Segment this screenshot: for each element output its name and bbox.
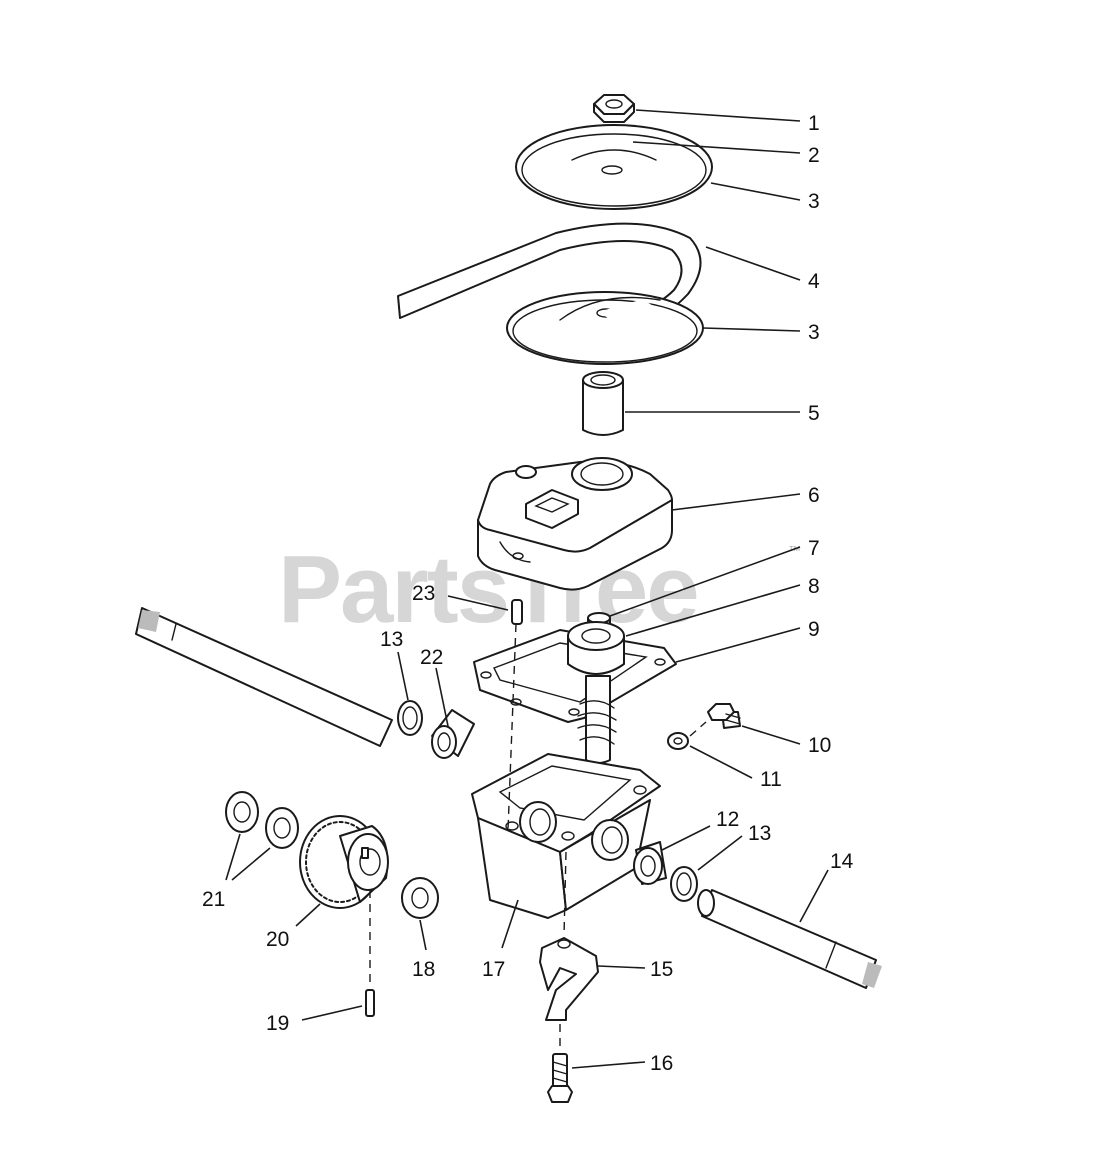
right-bearing-seal-part <box>670 866 698 902</box>
upper-disc-plate-part <box>515 124 713 210</box>
callout-17: 17 <box>482 958 505 981</box>
callout-20: 20 <box>266 928 289 951</box>
callout-5: 5 <box>808 402 820 425</box>
roll-pin-part <box>365 989 375 1017</box>
left-shaft-part <box>135 607 393 747</box>
dowel-pin-part <box>511 599 523 625</box>
right-bushing-part <box>633 841 667 885</box>
worm-gear-part <box>299 815 389 909</box>
watermark-trademark: ™ <box>788 543 801 558</box>
callout-4: 4 <box>808 270 820 293</box>
washer-part <box>667 732 689 750</box>
thrust-washers-part <box>225 791 299 849</box>
shift-plate-part <box>539 937 599 1021</box>
leader-lines <box>225 109 829 1069</box>
callout-6: 6 <box>808 484 820 507</box>
nut-part <box>593 94 635 123</box>
thrust-washer-part <box>401 877 439 919</box>
callout-3-upper: 3 <box>808 190 820 213</box>
worm-shaft-part <box>567 612 625 764</box>
callout-1: 1 <box>808 112 820 135</box>
left-bushing-part <box>431 709 475 759</box>
callout-19: 19 <box>266 1012 289 1035</box>
callout-8: 8 <box>808 575 820 598</box>
callout-13-right: 13 <box>748 822 771 845</box>
spacer-bushing-part <box>582 371 624 436</box>
gearbox-housing-part <box>471 753 661 919</box>
callout-9: 9 <box>808 618 820 641</box>
bolt-part <box>547 1053 573 1103</box>
lower-disc-plate-part <box>506 291 704 365</box>
screw-part <box>707 703 741 729</box>
output-shaft-part <box>697 889 882 989</box>
callout-3-lower: 3 <box>808 321 820 344</box>
callout-12: 12 <box>716 808 739 831</box>
callout-10: 10 <box>808 734 831 757</box>
alignment-lines <box>369 623 707 1050</box>
callout-14: 14 <box>830 850 854 873</box>
callout-13-left: 13 <box>380 628 403 651</box>
callout-11: 11 <box>760 768 782 791</box>
callout-22: 22 <box>420 646 443 669</box>
left-bearing-seal-part <box>397 700 423 736</box>
callout-21: 21 <box>202 888 225 911</box>
gearbox-cover-part <box>477 457 673 591</box>
callout-23: 23 <box>412 582 435 605</box>
callout-15: 15 <box>650 958 673 981</box>
callout-16: 16 <box>650 1052 673 1075</box>
callout-18: 18 <box>412 958 435 981</box>
callout-2: 2 <box>808 144 820 167</box>
callout-labels: 1 2 3 4 3 5 6 7 8 9 10 11 12 13 14 15 16… <box>202 112 854 1075</box>
callout-7: 7 <box>808 537 820 560</box>
